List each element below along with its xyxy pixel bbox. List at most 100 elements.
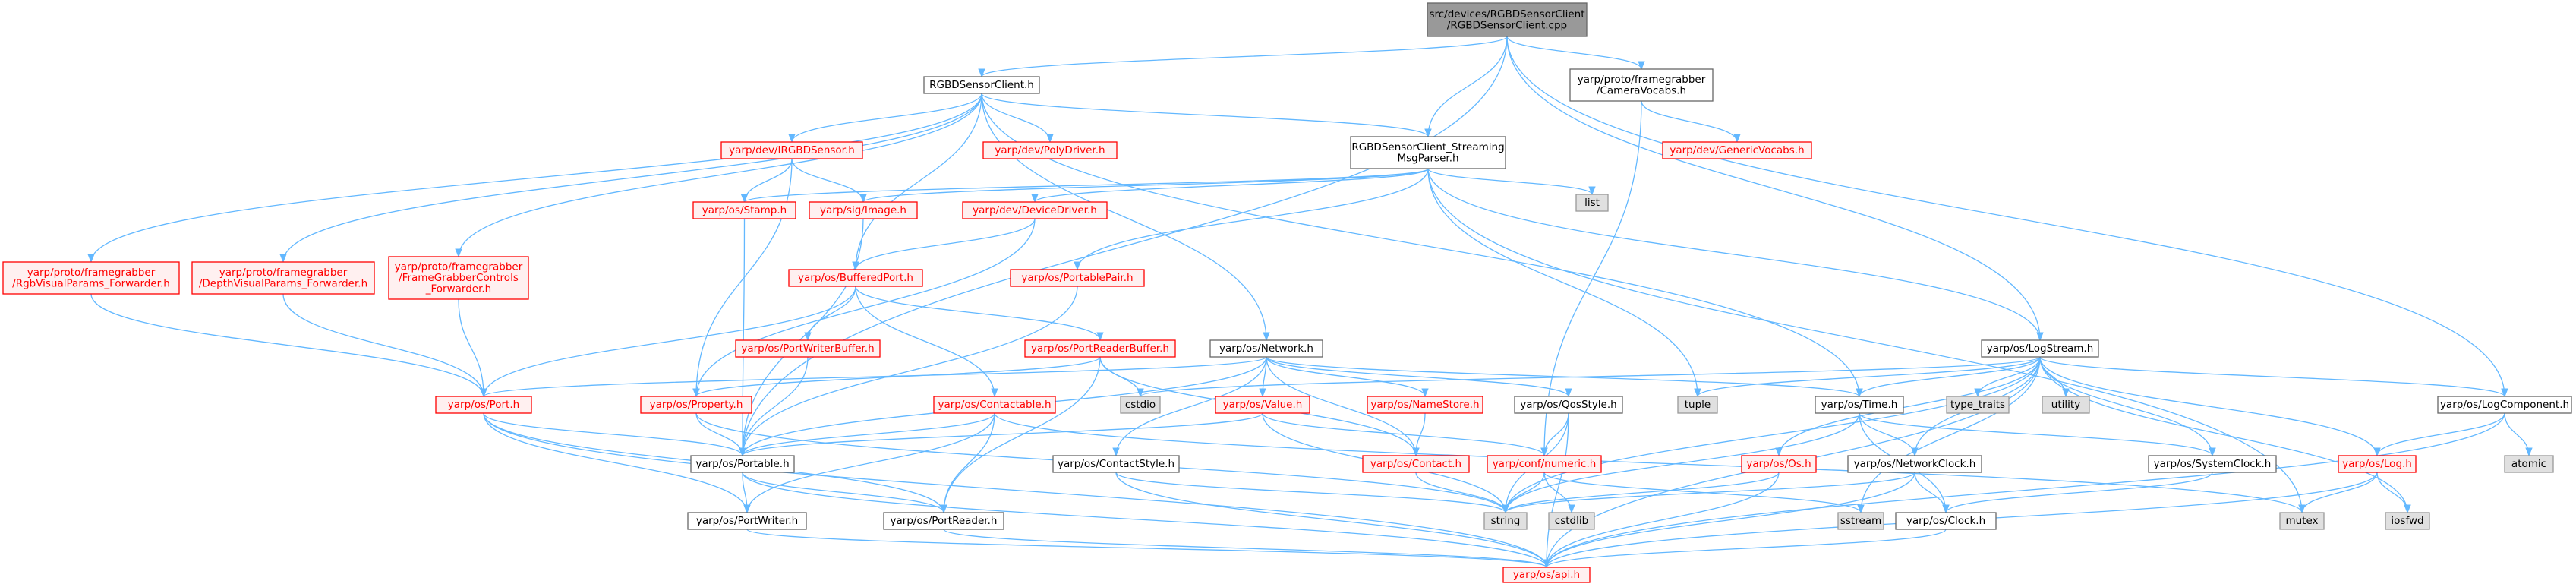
node-stamp[interactable]: yarp/os/Stamp.h <box>692 201 796 219</box>
edge-streaming-to-list <box>1427 168 1596 196</box>
edge-qosstyle-to-numeric <box>1540 412 1569 457</box>
edge-logstream-to-time <box>1856 356 2041 398</box>
node-iosfwd[interactable]: iosfwd <box>2385 512 2430 530</box>
node-label: yarp/os/LogComponent.h <box>2440 399 2569 411</box>
node-networkclock[interactable]: yarp/os/NetworkClock.h <box>1847 455 1982 473</box>
node-list[interactable]: list <box>1575 194 1609 212</box>
node-property[interactable]: yarp/os/Property.h <box>640 396 752 414</box>
node-box <box>1120 396 1161 414</box>
edge-portablepair-to-portable <box>739 286 1078 457</box>
node-cam_vocabs[interactable]: yarp/proto/framegrabber/CameraVocabs.h <box>1569 68 1714 102</box>
node-image[interactable]: yarp/sig/Image.h <box>809 201 918 219</box>
edge-logstream-to-sstream <box>1857 356 2041 514</box>
node-irgbd[interactable]: yarp/dev/IRGBDSensor.h <box>720 141 863 159</box>
edge-logstream-to-type_traits <box>1974 356 2041 398</box>
node-utility[interactable]: utility <box>2042 396 2090 414</box>
edge-irgbd-to-image <box>791 158 867 204</box>
edge-streaming-to-logstream <box>1427 168 2044 342</box>
node-label: yarp/os/Os.h <box>1746 458 1811 470</box>
edge-client_h-to-bufferedport <box>852 93 982 271</box>
node-portreaderbuffer[interactable]: yarp/os/PortReaderBuffer.h <box>1024 339 1176 358</box>
node-clock[interactable]: yarp/os/Clock.h <box>1895 512 1997 530</box>
node-portable[interactable]: yarp/os/Portable.h <box>690 455 795 473</box>
node-time[interactable]: yarp/os/Time.h <box>1815 396 1904 414</box>
node-label: /RGBDSensorClient.cpp <box>1447 19 1567 31</box>
node-label: yarp/proto/framegrabber <box>27 267 156 279</box>
edge-network-to-qosstyle <box>1266 356 1572 398</box>
node-box <box>2148 455 2277 473</box>
edge-port-to-api <box>483 412 1550 569</box>
node-mutex[interactable]: mutex <box>2279 512 2325 530</box>
node-box <box>2437 396 2572 414</box>
node-box <box>1815 396 1904 414</box>
node-depthvisual[interactable]: yarp/proto/framegrabber/DepthVisualParam… <box>191 261 375 295</box>
node-box <box>2042 396 2090 414</box>
node-label: yarp/dev/DeviceDriver.h <box>973 204 1097 216</box>
node-cstdio[interactable]: cstdio <box>1120 396 1161 414</box>
node-label: yarp/os/LogStream.h <box>1987 343 2094 355</box>
node-polydriver[interactable]: yarp/dev/PolyDriver.h <box>982 141 1118 159</box>
node-network[interactable]: yarp/os/Network.h <box>1209 339 1323 358</box>
node-label: yarp/os/api.h <box>1513 569 1580 581</box>
edge-network-to-contactstyle <box>1112 356 1267 457</box>
node-api[interactable]: yarp/os/api.h <box>1502 567 1591 583</box>
node-qosstyle[interactable]: yarp/os/QosStyle.h <box>1514 396 1623 414</box>
node-portwriterbuffer[interactable]: yarp/os/PortWriterBuffer.h <box>735 339 881 358</box>
node-portablepair[interactable]: yarp/os/PortablePair.h <box>1010 269 1145 287</box>
node-box <box>687 512 807 530</box>
edge-streaming-to-devicedriver <box>1031 168 1429 204</box>
node-contact[interactable]: yarp/os/Contact.h <box>1362 455 1470 473</box>
node-devicedriver[interactable]: yarp/dev/DeviceDriver.h <box>962 201 1108 219</box>
node-atomic[interactable]: atomic <box>2504 455 2554 473</box>
node-log[interactable]: yarp/os/Log.h <box>2338 455 2417 473</box>
node-os_h[interactable]: yarp/os/Os.h <box>1741 455 1817 473</box>
node-box <box>1350 136 1506 169</box>
node-type_traits[interactable]: type_traits <box>1946 396 2010 414</box>
edge-rgbvisual-to-port <box>90 293 487 398</box>
node-logcomponent[interactable]: yarp/os/LogComponent.h <box>2437 396 2572 414</box>
node-client_h[interactable]: RGBDSensorClient.h <box>923 76 1040 94</box>
node-root[interactable]: src/devices/RGBDSensorClient/RGBDSensorC… <box>1427 2 1588 37</box>
edge-client_h-to-streaming <box>981 93 1432 138</box>
node-logstream[interactable]: yarp/os/LogStream.h <box>1981 339 2099 358</box>
node-systemclock[interactable]: yarp/os/SystemClock.h <box>2148 455 2277 473</box>
edge-client_h-to-irgbd <box>788 93 982 144</box>
edge-portreader-to-api <box>943 529 1550 569</box>
node-box <box>2338 455 2417 473</box>
edge-value-to-numeric <box>1262 412 1548 457</box>
node-label: iosfwd <box>2391 515 2423 527</box>
node-contactable[interactable]: yarp/os/Contactable.h <box>933 396 1056 414</box>
node-label: src/devices/RGBDSensorClient <box>1429 8 1584 21</box>
node-namestore[interactable]: yarp/os/NameStore.h <box>1367 396 1483 414</box>
edge-client_h-to-fgcontrols <box>455 93 982 258</box>
edge-logstream-to-os_h <box>1775 356 2041 457</box>
node-box <box>1662 141 1812 159</box>
node-port[interactable]: yarp/os/Port.h <box>435 396 532 414</box>
node-value[interactable]: yarp/os/Value.h <box>1215 396 1310 414</box>
node-string[interactable]: string <box>1483 512 1528 530</box>
edge-logcomponent-to-log <box>2373 412 2505 457</box>
node-contactstyle[interactable]: yarp/os/ContactStyle.h <box>1052 455 1180 473</box>
node-numeric[interactable]: yarp/conf/numeric.h <box>1487 455 1602 473</box>
node-bufferedport[interactable]: yarp/os/BufferedPort.h <box>788 269 923 287</box>
node-box <box>1367 396 1483 414</box>
node-tuple[interactable]: tuple <box>1677 396 1718 414</box>
edge-client_h-to-polydriver <box>981 93 1054 144</box>
edge-logstream-to-cstdio <box>1137 356 2041 398</box>
node-cstdlib[interactable]: cstdlib <box>1548 512 1595 530</box>
node-fgcontrols[interactable]: yarp/proto/framegrabber/FrameGrabberCont… <box>388 256 529 300</box>
node-label: yarp/os/Network.h <box>1219 343 1313 355</box>
node-box <box>923 76 1040 94</box>
node-generic_vocabs[interactable]: yarp/dev/GenericVocabs.h <box>1662 141 1812 159</box>
node-box <box>1569 68 1714 102</box>
node-label: yarp/os/Clock.h <box>1906 515 1985 527</box>
node-rgbvisual[interactable]: yarp/proto/framegrabber/RgbVisualParams_… <box>2 261 180 295</box>
node-sstream[interactable]: sstream <box>1837 512 1884 530</box>
node-portreader[interactable]: yarp/os/PortReader.h <box>883 512 1004 530</box>
edge-cam_vocabs-to-generic_vocabs <box>1641 100 1741 144</box>
node-portwriter[interactable]: yarp/os/PortWriter.h <box>687 512 807 530</box>
node-box <box>690 455 795 473</box>
node-box <box>1487 455 1602 473</box>
